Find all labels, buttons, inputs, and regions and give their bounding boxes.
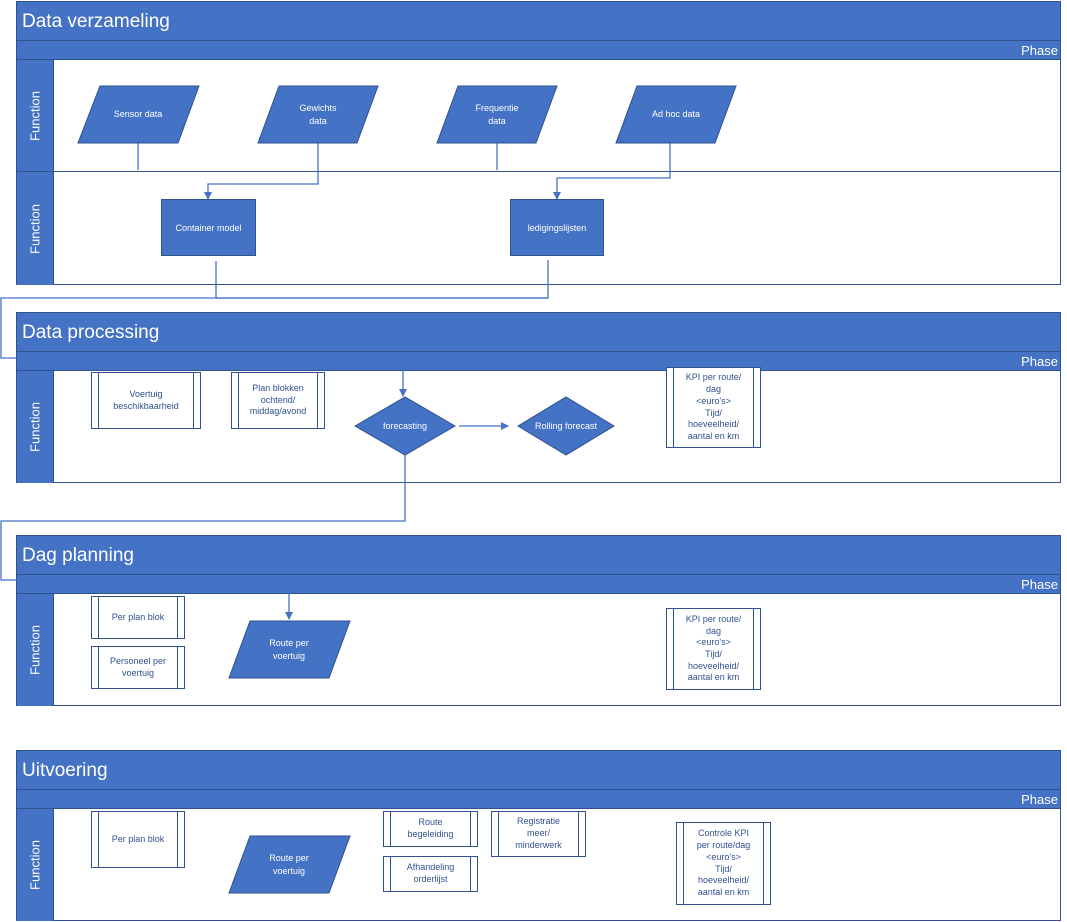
kpi-per-route-box: KPI per route/ dag <euro's> Tijd/ hoevee… xyxy=(666,608,761,690)
lane-header: Function xyxy=(17,371,54,483)
rolling-forecast-shape xyxy=(517,396,615,456)
pool-uitvoering: Uitvoering Phase Function xyxy=(16,750,1061,921)
connector xyxy=(0,297,548,397)
route-per-voertuig-shape xyxy=(228,620,351,679)
connector xyxy=(215,260,549,299)
voertuig-beschikbaarheid-box: Voertuig beschikbaarheid xyxy=(91,372,201,429)
controle-kpi-box: Controle KPI per route/dag <euro's> Tijd… xyxy=(676,822,771,905)
per-plan-blok-box: Per plan blok xyxy=(91,811,185,868)
forecasting-shape xyxy=(354,396,456,456)
afhandeling-orderlijst-box: Afhandeling orderlijst xyxy=(383,856,478,892)
plan-blokken-box: Plan blokken ochtend/ middag/avond xyxy=(231,372,325,429)
lane-header: Function xyxy=(17,594,54,706)
route-per-voertuig-shape xyxy=(228,835,351,894)
ledigingslijsten-box: ledigingslijsten xyxy=(510,199,604,256)
pool-data-processing: Data processing Phase Function xyxy=(16,312,1061,483)
frequentie-data-shape xyxy=(436,85,558,144)
route-begeleiding-box: Route begeleiding xyxy=(383,811,478,847)
kpi-per-route-box: KPI per route/ dag <euro's> Tijd/ hoevee… xyxy=(666,367,761,448)
lane-1: Function xyxy=(17,593,1060,706)
pool-title: Data verzameling xyxy=(17,2,1060,41)
lane-1: Function xyxy=(17,808,1060,921)
pool-title: Data processing xyxy=(17,313,1060,352)
ad-hoc-data-shape xyxy=(615,85,737,144)
sensor-data-shape xyxy=(77,85,200,144)
personeel-per-voertuig-box: Personeel per voertuig xyxy=(91,646,185,689)
gewichts-data-shape xyxy=(257,85,379,144)
container-model-box: Container model xyxy=(161,199,256,256)
connector xyxy=(0,455,406,620)
registratie-meer-minderwerk-box: Registratie meer/ minderwerk xyxy=(491,811,586,857)
lane-header: Function xyxy=(17,172,54,285)
lane-1: Function xyxy=(17,59,1060,172)
pool-title: Dag planning xyxy=(17,536,1060,575)
lane-header: Function xyxy=(17,60,54,172)
lane-header: Function xyxy=(17,809,54,921)
connector xyxy=(553,143,671,200)
per-plan-blok-box: Per plan blok xyxy=(91,596,185,639)
connector xyxy=(204,143,319,200)
lane-1: Function xyxy=(17,370,1060,483)
lane-2: Function xyxy=(17,171,1060,285)
pool-title: Uitvoering xyxy=(17,751,1060,790)
